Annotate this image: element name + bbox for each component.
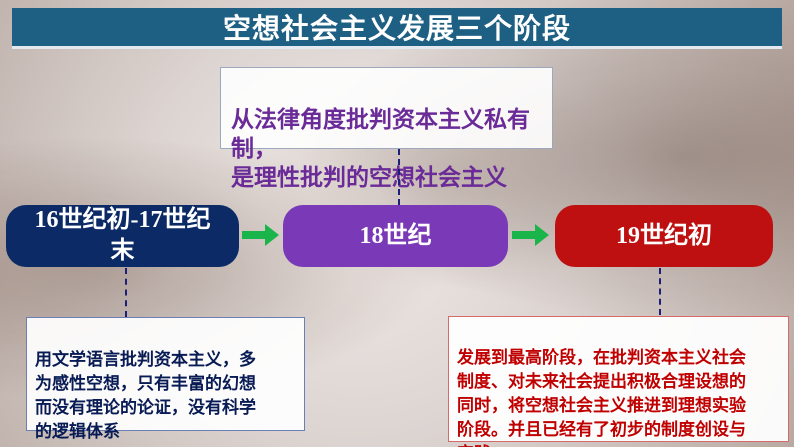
stage-1-box: 16世纪初-17世纪 末 <box>6 205 239 267</box>
connector-left <box>125 268 127 317</box>
stage-3-box: 19世纪初 <box>555 205 773 267</box>
title-text: 空想社会主义发展三个阶段 <box>222 12 571 45</box>
arrow-right-icon <box>512 224 549 246</box>
stage-2-box: 18世纪 <box>283 205 508 267</box>
arrow-right-icon <box>242 224 279 246</box>
left-note-text: 用文学语言批判资本主义，多 为感性空想，只有丰富的幻想 而没有理论的论证，没有科… <box>35 350 256 442</box>
connector-right <box>659 268 661 315</box>
stage-2-label: 18世纪 <box>359 222 432 249</box>
stage-1-label: 16世纪初-17世纪 末 <box>34 207 211 264</box>
stage-3-label: 19世纪初 <box>616 222 712 249</box>
left-note-box: 用文学语言批判资本主义，多 为感性空想，只有丰富的幻想 而没有理论的论证，没有科… <box>26 317 305 442</box>
connector-top <box>398 149 400 205</box>
top-note-box: 从法律角度批判资本主义私有制， 是理性批判的空想社会主义 <box>220 67 553 191</box>
top-note-text: 从法律角度批判资本主义私有制， 是理性批判的空想社会主义 <box>231 107 530 191</box>
right-note-box: 发展到最高阶段，在批判资本主义社会 制度、对未来社会提出积极合理设想的 同时，将… <box>448 316 789 447</box>
slide-title: 空想社会主义发展三个阶段 <box>12 8 782 49</box>
right-note-text: 发展到最高阶段，在批判资本主义社会 制度、对未来社会提出积极合理设想的 同时，将… <box>457 348 746 447</box>
